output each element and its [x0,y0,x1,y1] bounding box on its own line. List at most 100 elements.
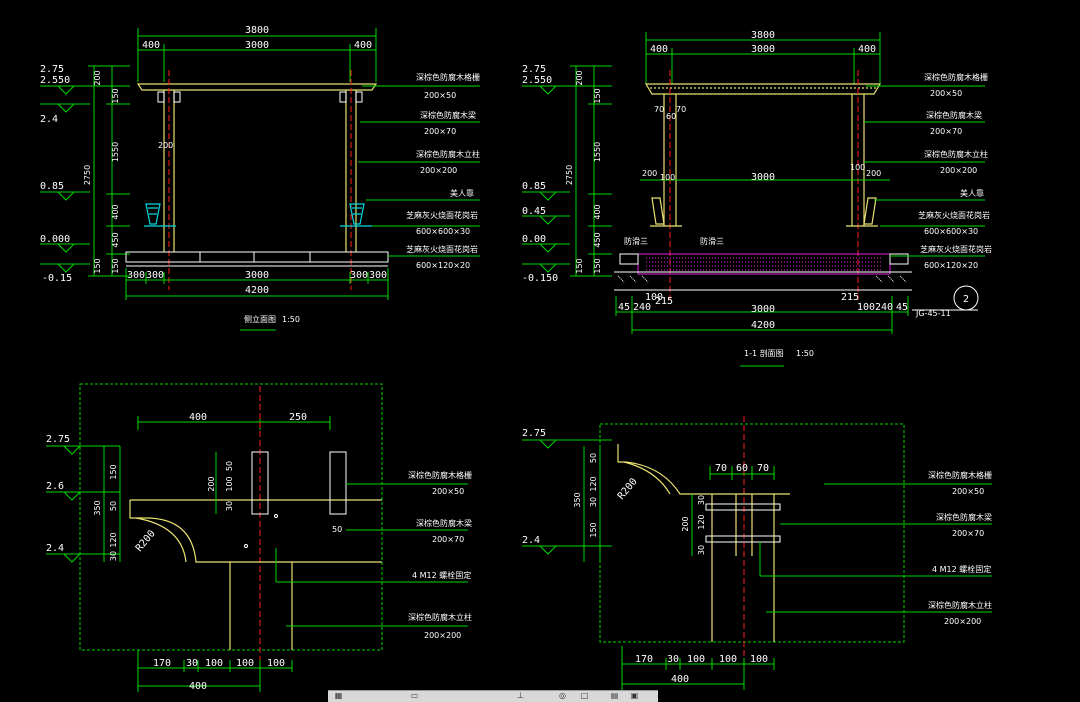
dim-text: 200 [681,516,690,531]
dim-text: 3000 [751,172,775,183]
label-spec: 200×70 [952,529,984,538]
dim-total-width: 3800 [751,30,775,41]
level-label: 2.4 [40,114,58,125]
dim-text: 150 [111,88,120,103]
detail-reference-code: JG-45-11 [915,309,951,318]
level-label: 0.00 [522,234,546,245]
dim-text: 150 [593,88,602,103]
small-note: 防滑三 [624,236,648,246]
label-spec: 200×200 [420,166,457,175]
label-spec: 200×200 [944,617,981,626]
dim-right-overhang: 400 [354,40,372,51]
label-name: 芝麻灰火烧面花岗岩 [406,244,478,254]
dim-text: 70 [654,105,664,114]
detail-a: 400 250 2.75 2.6 2.4 150 350 50 120 30 R… [46,383,472,692]
level-label: 2.75 [40,64,64,75]
side-elevation-scale: 1:50 [282,315,300,324]
dim-text: 30 [697,495,706,505]
level-label: 2.75 [522,428,546,439]
dim-text: 200 [207,476,216,491]
vertical-dims: 200 150 1550 400 450 150 2750 150 [83,70,120,273]
dim-text: 100 [850,163,865,172]
label-name: 深棕色防腐木格栅 [924,72,988,82]
level-label: 2.6 [46,481,64,492]
dim-text: 60 [736,463,748,474]
dim-text: 3000 [751,304,775,315]
level-label: 2.550 [40,75,70,86]
detail-a-labels: 深棕色防腐木格栅 200×50 深棕色防腐木梁 200×70 4 M12 螺栓固… [275,470,472,640]
dim-text: 200 [575,70,584,85]
dim-text: 300 [369,270,387,281]
label-name: 深棕色防腐木立柱 [416,149,480,159]
dim-span: 3000 [245,40,269,51]
dim-text: 100 [719,654,737,665]
label-spec: 200×70 [432,535,464,544]
dim-total-width: 3800 [245,25,269,36]
dim-text: 100 [750,654,768,665]
model-icon[interactable]: ▣ [630,691,639,700]
label-name: 芝麻灰火烧面花岗岩 [918,210,990,220]
dim-text: 50 [109,501,118,511]
dim-text: 30 [589,497,598,507]
grid-icon[interactable]: ▦ [334,691,343,700]
dim-text: 45 [896,302,908,313]
polar-icon[interactable]: ◎ [559,691,566,700]
radius-label: R200 [134,528,158,554]
osnap-icon[interactable]: □ [580,691,589,700]
dim-text: 100 [267,658,285,669]
label-name: 4 M12 螺栓固定 [412,570,471,580]
level-label: 2.550 [522,75,552,86]
dim-text: 350 [573,492,582,507]
label-name: 深棕色防腐木梁 [416,518,472,528]
dim-text: 200 [642,169,657,178]
dim-text: 120 [109,532,118,547]
dim-text: 400 [650,44,668,55]
dim-text: 4200 [751,320,775,331]
lineweight-icon[interactable]: ▤ [610,691,619,700]
level-markers: 2.75 2.550 2.4 0.85 0.000 -0.15 [40,64,130,284]
dim-text: 2750 [83,165,92,185]
dim-text: 60 [666,112,676,121]
dim-text: 200 [158,141,173,150]
section-caption: 1-1 剖面图 [744,348,784,358]
dim-text: 150 [111,258,120,273]
label-name: 美人靠 [450,188,474,198]
dim-text: 150 [575,258,584,273]
dim-left-overhang: 400 [142,40,160,51]
dim-text: 3000 [245,270,269,281]
label-spec: 200×70 [930,127,962,136]
dim-text: 100 [205,658,223,669]
level-markers: 2.75 2.550 0.85 0.45 0.00 -0.150 [522,64,610,284]
snap-icon[interactable]: ▭ [410,691,419,700]
dim-text: 215 [841,292,859,303]
dim-text: 200 [93,70,102,85]
dim-text: 70 [676,105,686,114]
dim-text: 350 [93,500,102,515]
label-spec: 200×70 [424,127,456,136]
dim-text: 100 [645,292,663,303]
dim-text: 4200 [245,285,269,296]
dim-text: 400 [858,44,876,55]
label-spec: 200×50 [424,91,456,100]
label-name: 深棕色防腐木格栅 [928,470,992,480]
level-label: 2.4 [522,535,540,546]
level-label: 0.85 [522,181,546,192]
level-label: 0.45 [522,206,546,217]
dim-text: 30 [697,545,706,555]
label-spec: 200×200 [424,631,461,640]
status-toolbar: ▦ ▭ ⊥ ◎ □ ▤ ▣ [328,690,658,702]
dim-text: 120 [589,476,598,491]
level-label: 2.75 [522,64,546,75]
level-label: -0.15 [42,273,72,284]
dim-text: 50 [332,525,342,534]
dim-text: 120 [697,514,706,529]
dim-text: 30 [667,654,679,665]
dim-text: 450 [111,232,120,247]
label-name: 深棕色防腐木格栅 [408,470,472,480]
label-spec: 600×120×20 [416,261,470,270]
ortho-icon[interactable]: ⊥ [517,691,524,700]
radius-label: R200 [616,476,640,502]
dim-text: 100 [660,173,675,182]
dim-text: 250 [289,412,307,423]
